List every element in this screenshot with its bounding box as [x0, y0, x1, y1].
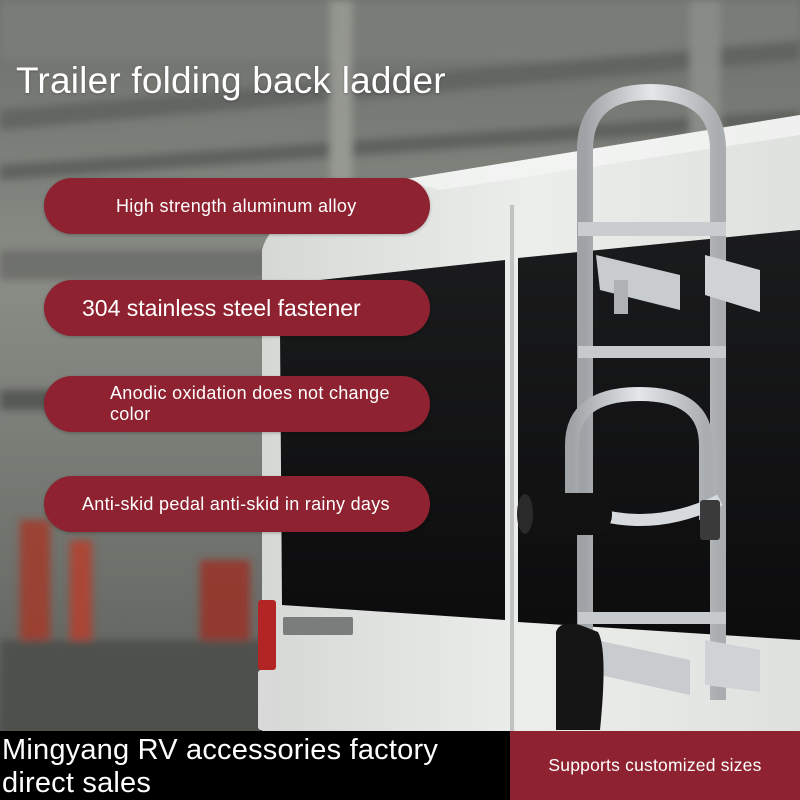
feature-badge-anti-skid: Anti-skid pedal anti-skid in rainy days — [44, 476, 430, 532]
feature-badge-anodic: Anodic oxidation does not change color — [44, 376, 430, 432]
feature-badge-fastener: 304 stainless steel fastener — [44, 280, 430, 336]
feature-badge-aluminum: High strength aluminum alloy — [44, 178, 430, 234]
footer-factory-banner: Mingyang RV accessories factory direct s… — [0, 731, 510, 800]
feature-label: Anodic oxidation does not change color — [110, 383, 390, 424]
page-title: Trailer folding back ladder — [16, 60, 446, 101]
footer-custom-sizes-banner: Supports customized sizes — [510, 731, 800, 800]
feature-label: High strength aluminum alloy — [116, 196, 357, 216]
feature-label: Anti-skid pedal anti-skid in rainy days — [82, 494, 390, 514]
feature-label: 304 stainless steel fastener — [82, 295, 361, 321]
